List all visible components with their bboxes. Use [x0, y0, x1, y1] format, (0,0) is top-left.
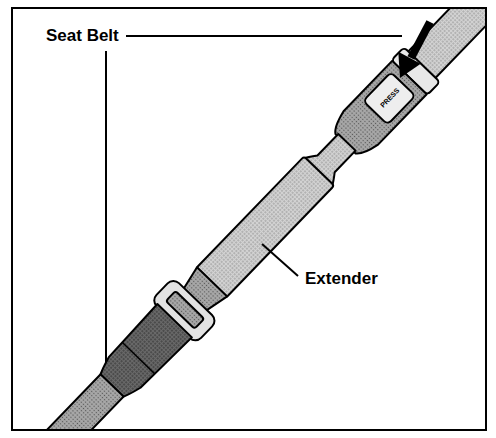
leader-line	[126, 35, 402, 37]
press-button	[363, 72, 415, 124]
part-label: Extender	[303, 270, 380, 289]
press-arrow-shaft	[411, 22, 430, 58]
press-arrow-head	[398, 52, 420, 78]
lower-belt-strap	[17, 374, 123, 429]
frame	[12, 8, 486, 430]
leader-line	[262, 244, 298, 276]
part-label: Seat Belt	[44, 27, 121, 46]
leader-line	[105, 51, 107, 362]
housing-seam	[123, 343, 155, 374]
